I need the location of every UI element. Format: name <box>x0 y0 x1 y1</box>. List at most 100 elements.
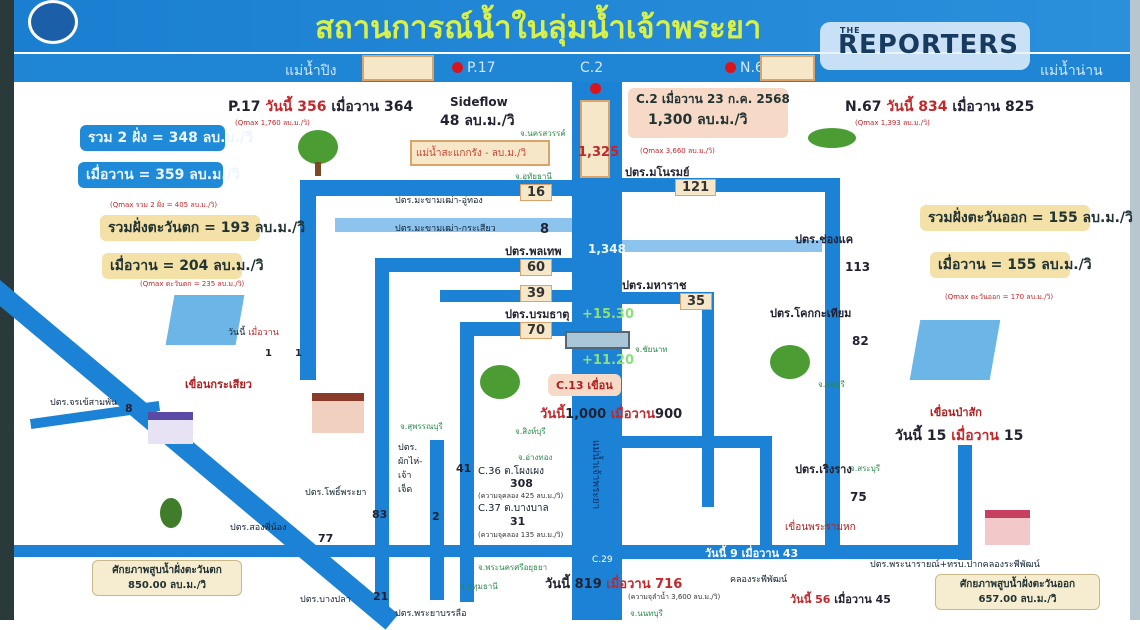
flow-1348: 1,348 <box>588 242 626 256</box>
pipe-chongkhae <box>622 240 822 252</box>
east-bank-yesterday: เมื่อวาน = 155 ลบ.ม./วิ <box>930 252 1092 278</box>
gate-roengrang-value: 75 <box>850 490 867 504</box>
page-title: สถานการณ์น้ำในลุ่มน้ำเจ้าพระยา <box>315 10 762 46</box>
n67-qmax: (Qmax 1,393 ลบ.ม./วิ) <box>855 119 930 127</box>
west-potential-value: 850.00 ลบ.ม./วิ <box>127 580 206 591</box>
n67-reading: N.67 วันนี้ 834 เมื่อวาน 825 <box>845 96 1034 118</box>
gate-bangpla: ปตร.บางปลา <box>300 595 351 605</box>
yesterday-label: เมื่อวาน <box>741 547 780 560</box>
c13-upstream-level: +15.30 <box>582 307 635 322</box>
province-saraburi: จ.สระบุรี <box>850 464 881 473</box>
yesterday-label: เมื่อวาน <box>331 99 380 115</box>
c13-today: 1,000 <box>565 407 607 422</box>
tree-icon <box>808 128 856 148</box>
chao-phraya-dam-icon <box>565 331 630 349</box>
yesterday-label: เมื่อวาน <box>610 407 656 422</box>
station-dot-n67 <box>725 62 736 73</box>
house-icon <box>148 412 193 444</box>
watermark-small: THE <box>840 26 861 35</box>
gate-chorakhe-value: 8 <box>125 402 133 415</box>
gate-makham-uthong: ปตร.มะขามเฒ่า-อู่ทอง <box>395 196 483 206</box>
ping-river-label: แม่น้ำปิง <box>285 63 337 79</box>
pipe-chainat-pasak <box>825 178 840 558</box>
sideflow-value: 48 ลบ.ม./วิ <box>440 113 515 129</box>
yesterday-label: เมื่อวาน <box>952 99 1001 115</box>
sakae-krang-arrow: แม่น้ำสะแกกรัง - ลบ.ม./วิ <box>410 140 550 166</box>
east-bank-total: รวมฝั่งตะวันออก = 155 ลบ.ม./วิ <box>920 205 1133 231</box>
province-uthai: จ.อุทัยธานี <box>515 172 552 181</box>
gate-phophraya-value: 83 <box>372 508 388 521</box>
province-nakhon-sawan: จ.นครสวรรค์ <box>520 129 566 138</box>
c2-card: C.2 เมื่อวาน 23 ก.ค. 2568 1,300 ลบ.ม./วิ <box>628 88 790 138</box>
gate-maharaj-value: 35 <box>680 293 713 310</box>
today-label: วันนี้ <box>540 407 566 422</box>
val-1b: 1 <box>295 348 302 359</box>
province-suphan: จ.สุพรรณบุรี <box>400 422 443 431</box>
pipe-east-1 <box>702 292 714 507</box>
today-label: วันนี้ <box>265 99 293 115</box>
rama6-yesterday: 43 <box>782 547 799 560</box>
west-bank-yesterday: เมื่อวาน = 204 ลบ.ม./วิ <box>102 253 264 279</box>
today-label: วันนี้ <box>895 428 923 444</box>
province-nonthaburi: จ.นนทบุรี <box>630 609 663 618</box>
province-angthong: จ.อ่างทอง <box>518 453 553 462</box>
yesterday-label: เมื่อวาน <box>951 428 999 444</box>
ping-inflow-arrow <box>362 55 434 81</box>
gate-ponlathep-value: 60 <box>520 259 553 276</box>
pipe-makham-krasiao <box>335 218 572 232</box>
today-label: วันนี้ <box>545 577 571 592</box>
n67-yesterday: 825 <box>1005 99 1035 115</box>
rid-logo-icon <box>28 0 78 44</box>
pipe-makham-uthong <box>300 180 572 196</box>
gate-makham-uthong-value: 16 <box>520 184 553 201</box>
pasak-dam-reading: วันนี้ 15 เมื่อวาน 15 <box>895 425 1023 447</box>
chao-phraya-river-label: แม่น้ำเจ้าพระยา <box>590 440 601 510</box>
pipe-west-1 <box>300 180 316 380</box>
c36-capacity: (ความจุคลอง 425 ลบ.ม./วิ) <box>478 492 564 500</box>
west-two-banks-yesterday: เมื่อวาน = 359 ลบ.ม./วิ <box>78 162 240 188</box>
p17-qmax: (Qmax 1,760 ลบ.ม./วิ) <box>235 119 310 127</box>
c2-flow-value: 1,325 <box>578 145 620 160</box>
c2-value: 1,300 ลบ.ม./วิ <box>648 112 748 128</box>
sideflow-label: Sideflow <box>450 95 508 109</box>
gate-makham-krasiao-value: 8 <box>540 222 550 237</box>
tree-icon <box>480 365 520 399</box>
pipe-west-3 <box>430 440 444 600</box>
pasak-yesterday: 15 <box>1003 428 1024 444</box>
pipe-boromathat <box>460 322 572 336</box>
pipe-east-3 <box>760 436 772 546</box>
c37-value: 31 <box>510 515 526 528</box>
pasak-dam-label: เขื่อนป่าสัก <box>930 406 982 419</box>
today-label: วันนี้ <box>886 99 914 115</box>
west-two-banks-total: รวม 2 ฝั่ง = 348 ลบ.ม./วิ <box>80 125 253 151</box>
phranarai-yesterday: 45 <box>875 593 891 606</box>
c2-label: C.2 เมื่อวาน 23 ก.ค. 2568 <box>636 92 790 106</box>
pasak-dam-icon <box>909 320 1001 380</box>
rama6-dam-label: เขื่อนพระรามหก <box>785 522 856 533</box>
gate-phophraya: ปตร.โพธิ์พระยา <box>305 488 367 498</box>
p17-today: 356 <box>297 99 327 115</box>
house-icon <box>985 510 1030 545</box>
watermark-brand: REPORTERS <box>838 30 1020 60</box>
gate-songphinong-value: 77 <box>318 532 334 545</box>
today-label: วันนี้ <box>228 328 246 338</box>
gate-chongkhae-value: 113 <box>845 260 871 274</box>
p17-station-label: P.17 <box>467 60 496 76</box>
c36-label: C.36 ต.โผงเผง <box>478 466 545 477</box>
c29-today: 819 <box>574 577 602 592</box>
c2-flow-arrow <box>580 100 610 178</box>
c37-capacity: (ความจุคลอง 135 ลบ.ม./วิ) <box>478 531 564 539</box>
rama6-reading: วันนี้ 9 เมื่อวาน 43 <box>705 544 798 562</box>
gate-boromathat-value: 70 <box>520 322 553 339</box>
gate-roengrang: ปตร.เริงราง <box>795 463 852 476</box>
c29-label: C.29 <box>592 555 613 565</box>
n67-label: N.67 <box>845 99 882 115</box>
pipe-rapee <box>622 545 962 559</box>
pipe-east-2 <box>622 436 772 448</box>
east-bank-qmax: (Qmax ตะวันออก = 170 ลบ.ม./วิ) <box>945 293 1054 301</box>
today-label: วันนี้ <box>790 593 812 606</box>
gate-chorakhe: ปตร.จรเข้สามพัน <box>50 398 118 408</box>
gate-maharaj: ปตร.มหาราช <box>622 279 687 292</box>
pipe-pasak <box>958 445 972 560</box>
